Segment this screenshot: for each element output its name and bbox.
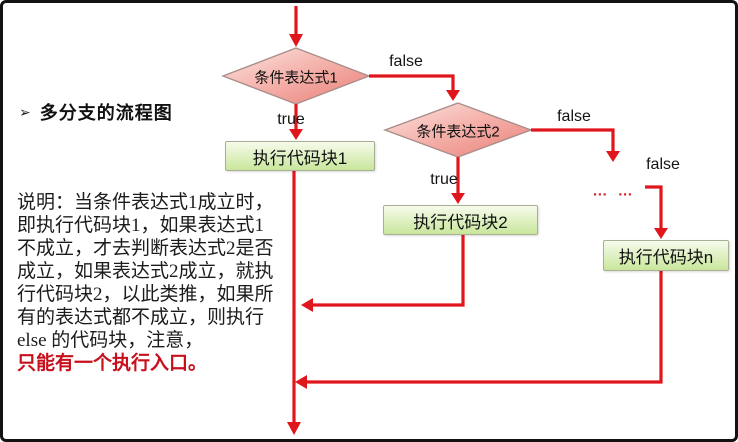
arrow-entry	[289, 6, 303, 47]
process-2-label: 执行代码块2	[413, 212, 508, 232]
arrow-merge-n	[295, 270, 663, 389]
true-label-2: true	[430, 171, 458, 188]
process-2-node: 执行代码块2	[383, 205, 538, 235]
note-line: 即执行代码块1，如果表达式1	[17, 215, 265, 236]
decision-1-label: 条件表达式1	[254, 69, 338, 87]
explanation-text: 说明：当条件表达式1成立时， 即执行代码块1，如果表达式1 不成立，才去判断表达…	[17, 191, 313, 375]
section-heading: ➢ 多分支的流程图	[19, 99, 173, 125]
arrow-false-n	[645, 185, 668, 239]
note-line: 不成立，才去判断表达式2是否	[17, 238, 274, 259]
arrow-true-2	[451, 157, 465, 204]
arrow-merge-2	[301, 235, 465, 312]
arrow-true-1	[289, 104, 303, 140]
true-label-1: true	[277, 111, 305, 128]
note-line: 说明：当条件表达式1成立时，	[17, 192, 274, 213]
process-1-node: 执行代码块1	[225, 141, 375, 171]
arrow-exit	[287, 170, 301, 435]
false-label-2: false	[557, 108, 591, 125]
more-branches-ellipsis: … …	[592, 182, 636, 200]
section-title: 多分支的流程图	[39, 103, 173, 123]
arrow-false-1	[369, 74, 460, 101]
arrow-false-2	[531, 128, 620, 162]
decision-2-label: 条件表达式2	[416, 123, 500, 141]
note-line: else 的代码块，注意，	[17, 330, 204, 351]
connector-layer	[221, 6, 668, 435]
process-n-node: 执行代码块n	[603, 240, 729, 271]
note-emphasis: 只能有一个执行入口。	[17, 353, 208, 374]
note-line: 成立，如果表达式2成立，就执	[17, 261, 274, 282]
note-line: 行代码块2，以此类推，如果所	[17, 284, 274, 305]
arrow-bullet-icon: ➢	[19, 103, 31, 120]
process-1-label: 执行代码块1	[252, 148, 348, 168]
false-label-1: false	[389, 53, 423, 70]
false-label-n: false	[646, 156, 680, 173]
note-line: 有的表达式都不成立，则执行	[17, 307, 265, 328]
process-n-label: 执行代码块n	[618, 248, 714, 267]
